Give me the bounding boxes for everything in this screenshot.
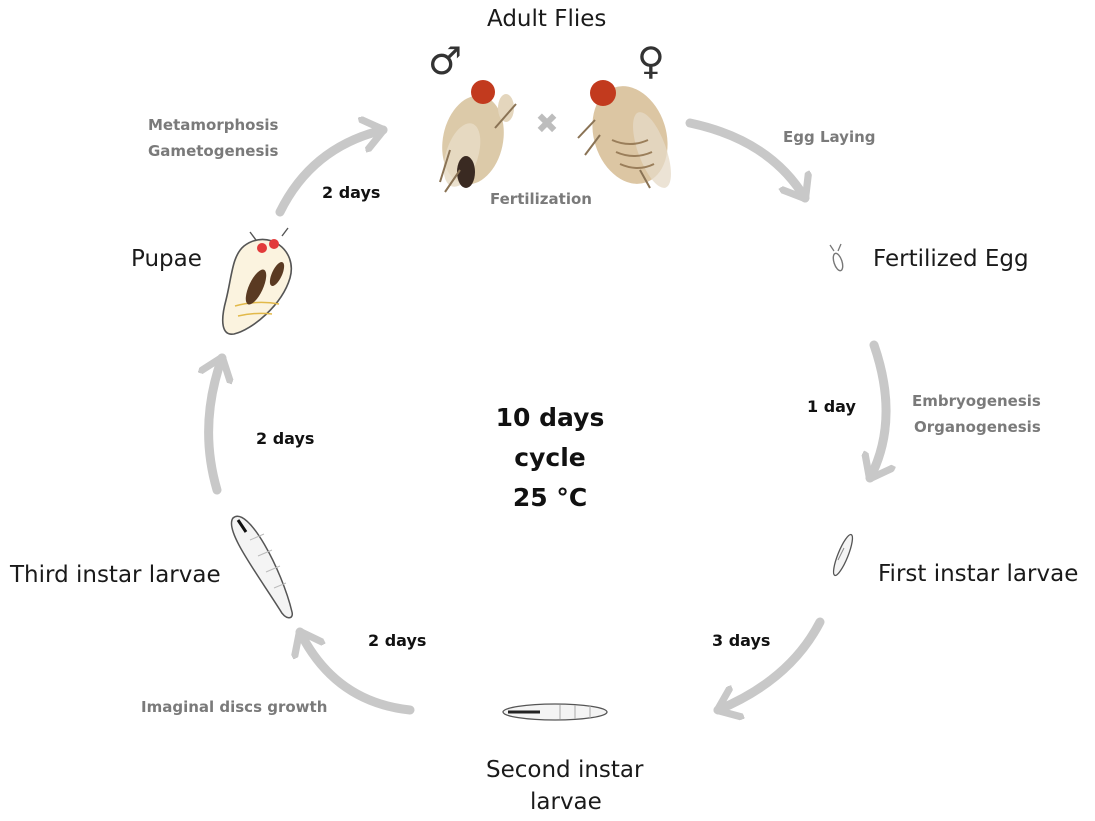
process-label-metamorphosis: Metamorphosis	[148, 112, 278, 138]
female-symbol-icon: ♀	[637, 42, 665, 80]
duration-pupae-to-adult: 2 days	[322, 183, 380, 202]
arrow-embryogenesis	[870, 345, 886, 478]
stage-label-pupae: Pupae	[131, 246, 202, 272]
stage-label-first-instar: First instar larvae	[878, 561, 1078, 587]
process-label-embryogenesis: Embryogenesis	[912, 388, 1041, 414]
duration-second-to-third: 2 days	[368, 631, 426, 650]
first-instar-larva-image	[830, 533, 856, 578]
process-label-fertilization: Fertilization	[490, 186, 592, 212]
stage-label-second-instar-line2: larvae	[530, 789, 602, 815]
process-label-imaginal-discs: Imaginal discs growth	[141, 694, 327, 720]
stage-label-egg: Fertilized Egg	[873, 246, 1029, 272]
process-label-gametogenesis: Gametogenesis	[148, 138, 278, 164]
stage-label-third-instar: Third instar larvae	[10, 562, 221, 588]
stage-label-adult: Adult Flies	[487, 6, 606, 32]
cross-icon: ✖	[535, 107, 558, 140]
duration-first-to-second: 3 days	[712, 631, 770, 650]
duration-embryo: 1 day	[807, 397, 856, 416]
male-fly-image	[434, 80, 516, 192]
process-label-egg-laying: Egg Laying	[783, 124, 876, 150]
cycle-temperature: 25 °C	[450, 478, 650, 518]
second-instar-larva-image	[503, 704, 607, 720]
female-fly-image	[578, 76, 680, 193]
male-symbol-icon: ♂	[428, 42, 462, 80]
third-instar-larva-image	[231, 516, 292, 617]
fertilized-egg-image	[830, 244, 845, 272]
arrow-third-to-pupae	[209, 358, 222, 490]
process-label-organogenesis: Organogenesis	[914, 414, 1041, 440]
stage-label-second-instar: Second instar	[486, 757, 643, 783]
cycle-length: 10 days	[450, 398, 650, 438]
pupa-image	[223, 228, 292, 334]
duration-third-to-pupae: 2 days	[256, 429, 314, 448]
cycle-summary: 10 days cycle 25 °C	[450, 398, 650, 518]
cycle-word: cycle	[450, 438, 650, 478]
